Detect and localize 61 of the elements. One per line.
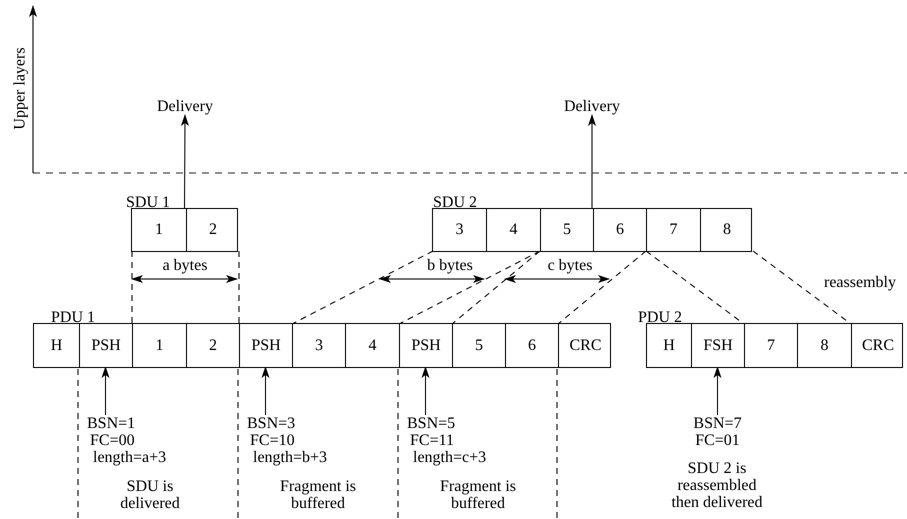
status-note: SDU is delivered — [119, 478, 181, 512]
field-cell: PSH — [399, 324, 452, 367]
field-cell: 7 — [744, 324, 797, 367]
status-note: Fragment is buffered — [279, 478, 357, 512]
field-cell: 8 — [700, 209, 753, 251]
field-value-text: length=c+3 — [412, 449, 487, 466]
field-value-text: FC=11 — [409, 432, 455, 449]
field-value-text: BSN=7 — [692, 415, 743, 432]
arrow — [588, 114, 596, 208]
field-cell: CRC — [558, 324, 612, 367]
mapping-line — [238, 250, 240, 324]
field-cell: 4 — [486, 209, 540, 251]
delivery-label: Delivery — [155, 98, 215, 115]
field-cell: 3 — [292, 324, 345, 367]
field-cell: 1 — [132, 324, 186, 367]
arrow — [714, 366, 722, 416]
field-cell: 5 — [452, 324, 505, 367]
field-cell: 5 — [540, 209, 593, 251]
field-cell: CRC — [851, 324, 904, 367]
dimension-label: b bytes — [426, 257, 474, 274]
field-cell: 7 — [646, 209, 700, 251]
field-value-text: FC=10 — [249, 432, 296, 449]
field-value-text: BSN=5 — [407, 415, 456, 432]
frame-title: SDU 1 — [126, 195, 170, 211]
status-note: Fragment is buffered — [439, 478, 517, 512]
field-cell: PSH — [79, 324, 132, 367]
step-label: reassembly — [823, 274, 897, 291]
arrow — [422, 366, 430, 416]
field-cell: 3 — [433, 209, 486, 251]
field-value-text: BSN=1 — [87, 415, 136, 432]
field-cell: 8 — [797, 324, 851, 367]
mapping-line — [452, 250, 540, 324]
field-cell: 4 — [345, 324, 399, 367]
arrow — [180, 114, 189, 208]
mapping-line — [558, 250, 646, 324]
field-cell: 2 — [186, 209, 239, 251]
field-value-text: FC=00 — [89, 432, 136, 449]
field-value-text: length=a+3 — [92, 449, 167, 466]
field-cell: 6 — [505, 324, 558, 367]
field-cell: 1 — [132, 209, 186, 251]
field-value-text: length=b+3 — [252, 449, 327, 466]
field-cell: PSH — [239, 324, 292, 367]
dimension-label: c bytes — [546, 257, 594, 274]
frame-title: SDU 2 — [433, 195, 478, 211]
status-note: SDU 2 is reassembled then delivered — [670, 460, 764, 511]
mapping-line — [292, 250, 434, 324]
arrow — [102, 366, 110, 416]
field-value-text: FC=01 — [694, 432, 741, 449]
arrow — [262, 366, 270, 416]
delivery-label: Delivery — [562, 98, 622, 115]
field-cell: H — [34, 324, 79, 367]
mapping-line — [398, 250, 540, 324]
axis-label: Upper layers — [12, 46, 28, 132]
field-value-text: BSN=3 — [247, 415, 296, 432]
frame-title: PDU 2 — [638, 310, 682, 326]
dimension-label: a bytes — [162, 257, 208, 274]
field-cell: 6 — [593, 209, 646, 251]
field-cell: 2 — [186, 324, 239, 367]
frame-title: PDU 1 — [51, 310, 96, 326]
field-cell: FSH — [691, 324, 744, 367]
field-cell: H — [647, 324, 691, 367]
